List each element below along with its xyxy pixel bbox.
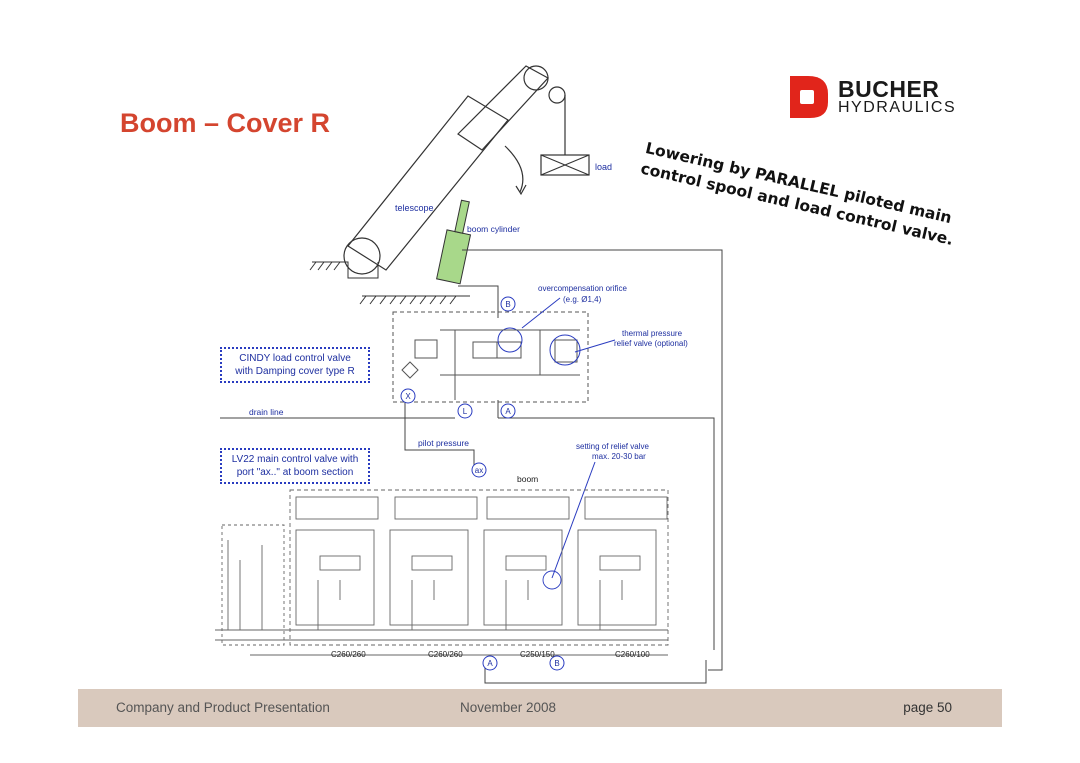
- logo-word-bucher: BUCHER: [838, 76, 940, 102]
- lv22-callout-box: LV22 main control valve with port "ax.."…: [220, 448, 370, 484]
- load-label: load: [595, 162, 612, 172]
- slide-title: Boom – Cover R: [120, 108, 331, 138]
- section-label-1: C260/260: [331, 650, 366, 659]
- footer-bar: Company and Product Presentation Novembe…: [78, 689, 1002, 727]
- cindy-callout-line-1: CINDY load control valve: [239, 353, 351, 364]
- cindy-valve-block: [392, 311, 589, 403]
- thermal-label-2: relief valve (optional): [614, 339, 688, 348]
- hydraulic-lines: [220, 249, 723, 684]
- boom-arm: [343, 65, 566, 275]
- section-label-4: C260/100: [615, 650, 650, 659]
- port-markers: [400, 296, 565, 671]
- bucher-logo: BUCHER HYDRAULICS: [786, 72, 966, 120]
- lv22-callout-line-1: LV22 main control valve with: [231, 454, 359, 465]
- port-b: B: [505, 300, 510, 309]
- footer-company: Company and Product Presentation: [116, 700, 330, 715]
- port-a-bottom: A: [487, 659, 493, 668]
- footer-page-number: page 50: [903, 700, 952, 715]
- port-a: A: [505, 407, 511, 416]
- boom-cylinder: [436, 199, 472, 285]
- footer-date: November 2008: [460, 700, 557, 715]
- relief-pointer: [551, 461, 596, 579]
- port-l: L: [463, 407, 468, 416]
- bucher-logo-icon: [790, 76, 828, 118]
- port-ax: ax: [475, 466, 483, 475]
- boom-cylinder-label: boom cylinder: [467, 224, 520, 234]
- orifice-label: overcompensation orifice: [538, 284, 627, 293]
- lv22-valve-bank: [215, 489, 669, 656]
- port-b-bottom: B: [554, 659, 559, 668]
- telescope-label: telescope: [395, 203, 434, 213]
- orifice-example-label: (e.g. Ø1,4): [563, 295, 602, 304]
- thermal-label-1: thermal pressure: [622, 329, 683, 338]
- cindy-callout-box: CINDY load control valve with Damping co…: [220, 347, 370, 383]
- ground: [309, 261, 470, 305]
- drain-line-label: drain line: [249, 407, 284, 417]
- boom-section-label: boom: [517, 474, 538, 484]
- relief-setting-label-2: max. 20-30 bar: [592, 452, 646, 461]
- cindy-callout-line-2: with Damping cover type R: [235, 366, 355, 377]
- relief-setting-label-1: setting of relief valve: [576, 442, 649, 451]
- load-block: [540, 154, 590, 176]
- orifice-pointer: [521, 297, 561, 329]
- logo-word-hydraulics: HYDRAULICS: [838, 99, 957, 116]
- section-label-2: C260/260: [428, 650, 463, 659]
- thermal-pointer: [574, 339, 616, 353]
- lv22-callout-line-2: port "ax.." at boom section: [236, 467, 354, 478]
- port-x: X: [405, 392, 411, 401]
- pilot-pressure-label: pilot pressure: [418, 438, 469, 448]
- section-label-3: C250/150: [520, 650, 555, 659]
